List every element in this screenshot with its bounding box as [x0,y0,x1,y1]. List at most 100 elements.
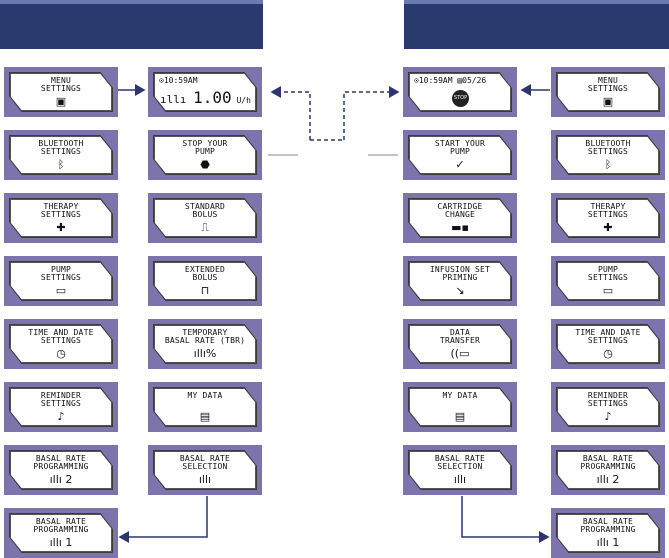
screen: CARTRIDGE CHANGE ▬▪ [409,199,511,237]
tile-label: EXTENDED BOLUS [184,265,226,282]
home-screen-running[interactable]: ⊙10:59AM ıllı 1.00 U/h [148,67,262,117]
tile-label: THERAPY SETTINGS [40,202,82,219]
tile-cartridge-change[interactable]: CARTRIDGE CHANGE ▬▪ [403,193,517,243]
screen: MENU SETTINGS▣ [10,73,112,111]
tile-label: BASAL RATE PROGRAMMING [33,454,89,471]
basal-rate-icon: ıllı [453,473,467,486]
tile-label: MY DATA [187,391,223,400]
status-time: ⊙10:59AM ▤05/26 [414,76,487,85]
tile-label: CARTRIDGE CHANGE [437,202,483,219]
tile-menu-settings[interactable]: MENU SETTINGS▣ [551,67,665,117]
infusion-icon: ↘ [455,284,465,297]
data-transfer-icon: ((▭ [450,347,470,360]
basal-rate-readout: ıllı 1.00 U/h [160,88,251,107]
tile-menu-settings[interactable]: MENU SETTINGS▣ [4,67,118,117]
tile-therapy-settings[interactable]: THERAPY SETTINGS ✚ [551,193,665,243]
screen: EXTENDED BOLUS ⊓ [154,262,256,300]
tile-label: BASAL RATE PROGRAMMING [33,517,89,534]
tile-stop-your-pump[interactable]: STOP YOUR PUMP⬣ [148,130,262,180]
therapy-icon: ✚ [603,221,613,234]
screen: MY DATA ▤ [154,388,256,426]
checkmark-icon: ✓ [455,158,465,171]
screen: TIME AND DATE SETTINGS◷ [10,325,112,363]
tile-label: MENU SETTINGS [587,76,629,93]
bell-icon: ♪ [604,410,612,423]
screen: MY DATA▤ [409,388,511,426]
my-data-icon: ▤ [454,410,466,423]
tile-time-and-date-settings[interactable]: TIME AND DATE SETTINGS◷ [4,319,118,369]
screen: START YOUR PUMP ✓ [409,136,511,174]
tile-label: START YOUR PUMP [434,139,486,156]
basal-rate-icon: ıllı 2 [49,473,73,486]
tile-label: BASAL RATE SELECTION [179,454,231,471]
settings-icon: ▣ [55,95,67,108]
tile-pump-settings[interactable]: PUMP SETTINGS ▭ [551,256,665,306]
pump-icon: ▭ [602,284,614,297]
screen: PUMP SETTINGS ▭ [557,262,659,300]
therapy-icon: ✚ [56,221,66,234]
tile-label: PUMP SETTINGS [40,265,82,282]
tile-extended-bolus[interactable]: EXTENDED BOLUS ⊓ [148,256,262,306]
tile-label: PUMP SETTINGS [587,265,629,282]
tile-data-transfer[interactable]: DATA TRANSFER ((▭ [403,319,517,369]
screen: TEMPORARY BASAL RATE (TBR)ıllı% [154,325,256,363]
screen: PUMP SETTINGS▭ [10,262,112,300]
tile-reminder-settings[interactable]: REMINDER SETTINGS♪ [4,382,118,432]
standard-bolus-icon: ⎍ [201,221,209,234]
tile-standard-bolus[interactable]: STANDARD BOLUS⎍ [148,193,262,243]
screen: REMINDER SETTINGS♪ [10,388,112,426]
bell-icon: ♪ [57,410,65,423]
bluetooth-icon: ᛒ [604,158,612,171]
tile-my-data[interactable]: MY DATA▤ [403,382,517,432]
tile-my-data[interactable]: MY DATA ▤ [148,382,262,432]
tile-label: TIME AND DATE SETTINGS [28,328,94,345]
tile-infusion-set-priming[interactable]: INFUSION SET PRIMING ↘ [403,256,517,306]
screen: THERAPY SETTINGS ✚ [557,199,659,237]
screen: BASAL RATE PROGRAMMING ıllı 2 [10,451,112,489]
screen: BASAL RATE SELECTION ıllı [154,451,256,489]
screen: TIME AND DATE SETTINGS◷ [557,325,659,363]
extended-bolus-icon: ⊓ [200,284,210,297]
tile-pump-settings[interactable]: PUMP SETTINGS▭ [4,256,118,306]
tile-time-and-date-settings[interactable]: TIME AND DATE SETTINGS◷ [551,319,665,369]
tile-start-your-pump[interactable]: START YOUR PUMP ✓ [403,130,517,180]
stop-icon: ⬣ [200,158,210,171]
screen: THERAPY SETTINGS ✚ [10,199,112,237]
my-data-icon: ▤ [199,410,211,423]
clock-icon: ◷ [603,347,613,360]
screen: STOP YOUR PUMP⬣ [154,136,256,174]
tile-label: BASAL RATE PROGRAMMING [580,517,636,534]
tile-basal-rate-selection[interactable]: BASAL RATE SELECTION ıllı [148,445,262,495]
dashed-link-right [343,86,400,140]
tile-therapy-settings[interactable]: THERAPY SETTINGS ✚ [4,193,118,243]
tile-label: TEMPORARY BASAL RATE (TBR) [164,328,246,345]
bluetooth-icon: ᛒ [57,158,65,171]
screen: STANDARD BOLUS⎍ [154,199,256,237]
tile-temporary-basal-rate-tbr[interactable]: TEMPORARY BASAL RATE (TBR)ıllı% [148,319,262,369]
left-header-bar [0,0,263,49]
screen: INFUSION SET PRIMING ↘ [409,262,511,300]
tile-label: DATA TRANSFER [439,328,481,345]
cartridge-icon: ▬▪ [451,221,469,234]
right-header-bar [404,0,669,49]
tile-reminder-settings[interactable]: REMINDER SETTINGS♪ [551,382,665,432]
basal-rate-icon: ıllı [198,473,212,486]
status-time: ⊙10:59AM [159,76,198,85]
tile-label: INFUSION SET PRIMING [429,265,491,282]
basal-rate-icon: ıllı [160,93,194,106]
tile-label: THERAPY SETTINGS [587,202,629,219]
tile-basal-rate-programming[interactable]: BASAL RATE PROGRAMMING ıllı 2 [4,445,118,495]
